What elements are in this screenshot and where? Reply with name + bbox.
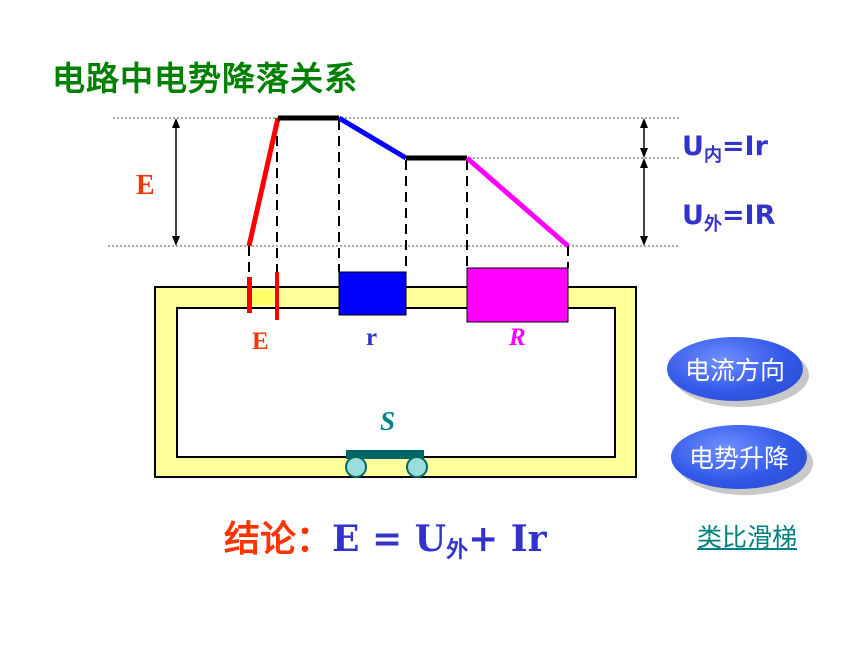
analogy-slide-link[interactable]: 类比滑梯 (697, 523, 798, 552)
u-outer-suffix: =IR (721, 200, 776, 231)
switch[interactable] (345, 450, 428, 478)
potential-change-label: 电势升降 (688, 444, 789, 473)
u-inner-suffix: =Ir (721, 131, 768, 162)
battery-label: E (252, 328, 269, 355)
drop-lines (248, 120, 569, 282)
page-title: 电路中电势降落关系 (52, 59, 358, 98)
conclusion-rhs: + Ir (468, 518, 547, 560)
u-outer-prefix: U (682, 200, 704, 231)
u-outer-arrow (640, 158, 648, 246)
internal-resistor-label: r (366, 324, 378, 351)
current-direction-button[interactable]: 电流方向 (667, 337, 803, 401)
u-inner-label: U内=Ir (682, 131, 768, 167)
conclusion-sub: 外 (446, 538, 469, 563)
potential-change-button[interactable]: 电势升降 (671, 425, 807, 489)
emf-rise-line (246, 117, 281, 247)
internal-drop-line (337, 115, 408, 161)
emf-arrow (172, 118, 180, 246)
u-inner-prefix: U (682, 131, 704, 162)
internal-resistor (338, 271, 407, 316)
u-inner-sub: 内 (703, 145, 722, 166)
conclusion-lhs: E = U (332, 518, 447, 560)
external-resistor-label: R (509, 324, 526, 351)
switch-label: S (380, 406, 396, 436)
conclusion-formula: 结论：E = U外+ Ir (224, 510, 547, 564)
current-direction-label: 电流方向 (684, 356, 785, 385)
battery (247, 272, 279, 320)
u-outer-label: U外=IR (682, 200, 775, 236)
emf-label: E (136, 170, 155, 201)
u-inner-arrow (640, 118, 648, 158)
u-outer-sub: 外 (703, 214, 722, 235)
external-drop-line (465, 156, 570, 248)
external-resistor (466, 267, 569, 323)
conclusion-label: 结论： (224, 519, 333, 560)
